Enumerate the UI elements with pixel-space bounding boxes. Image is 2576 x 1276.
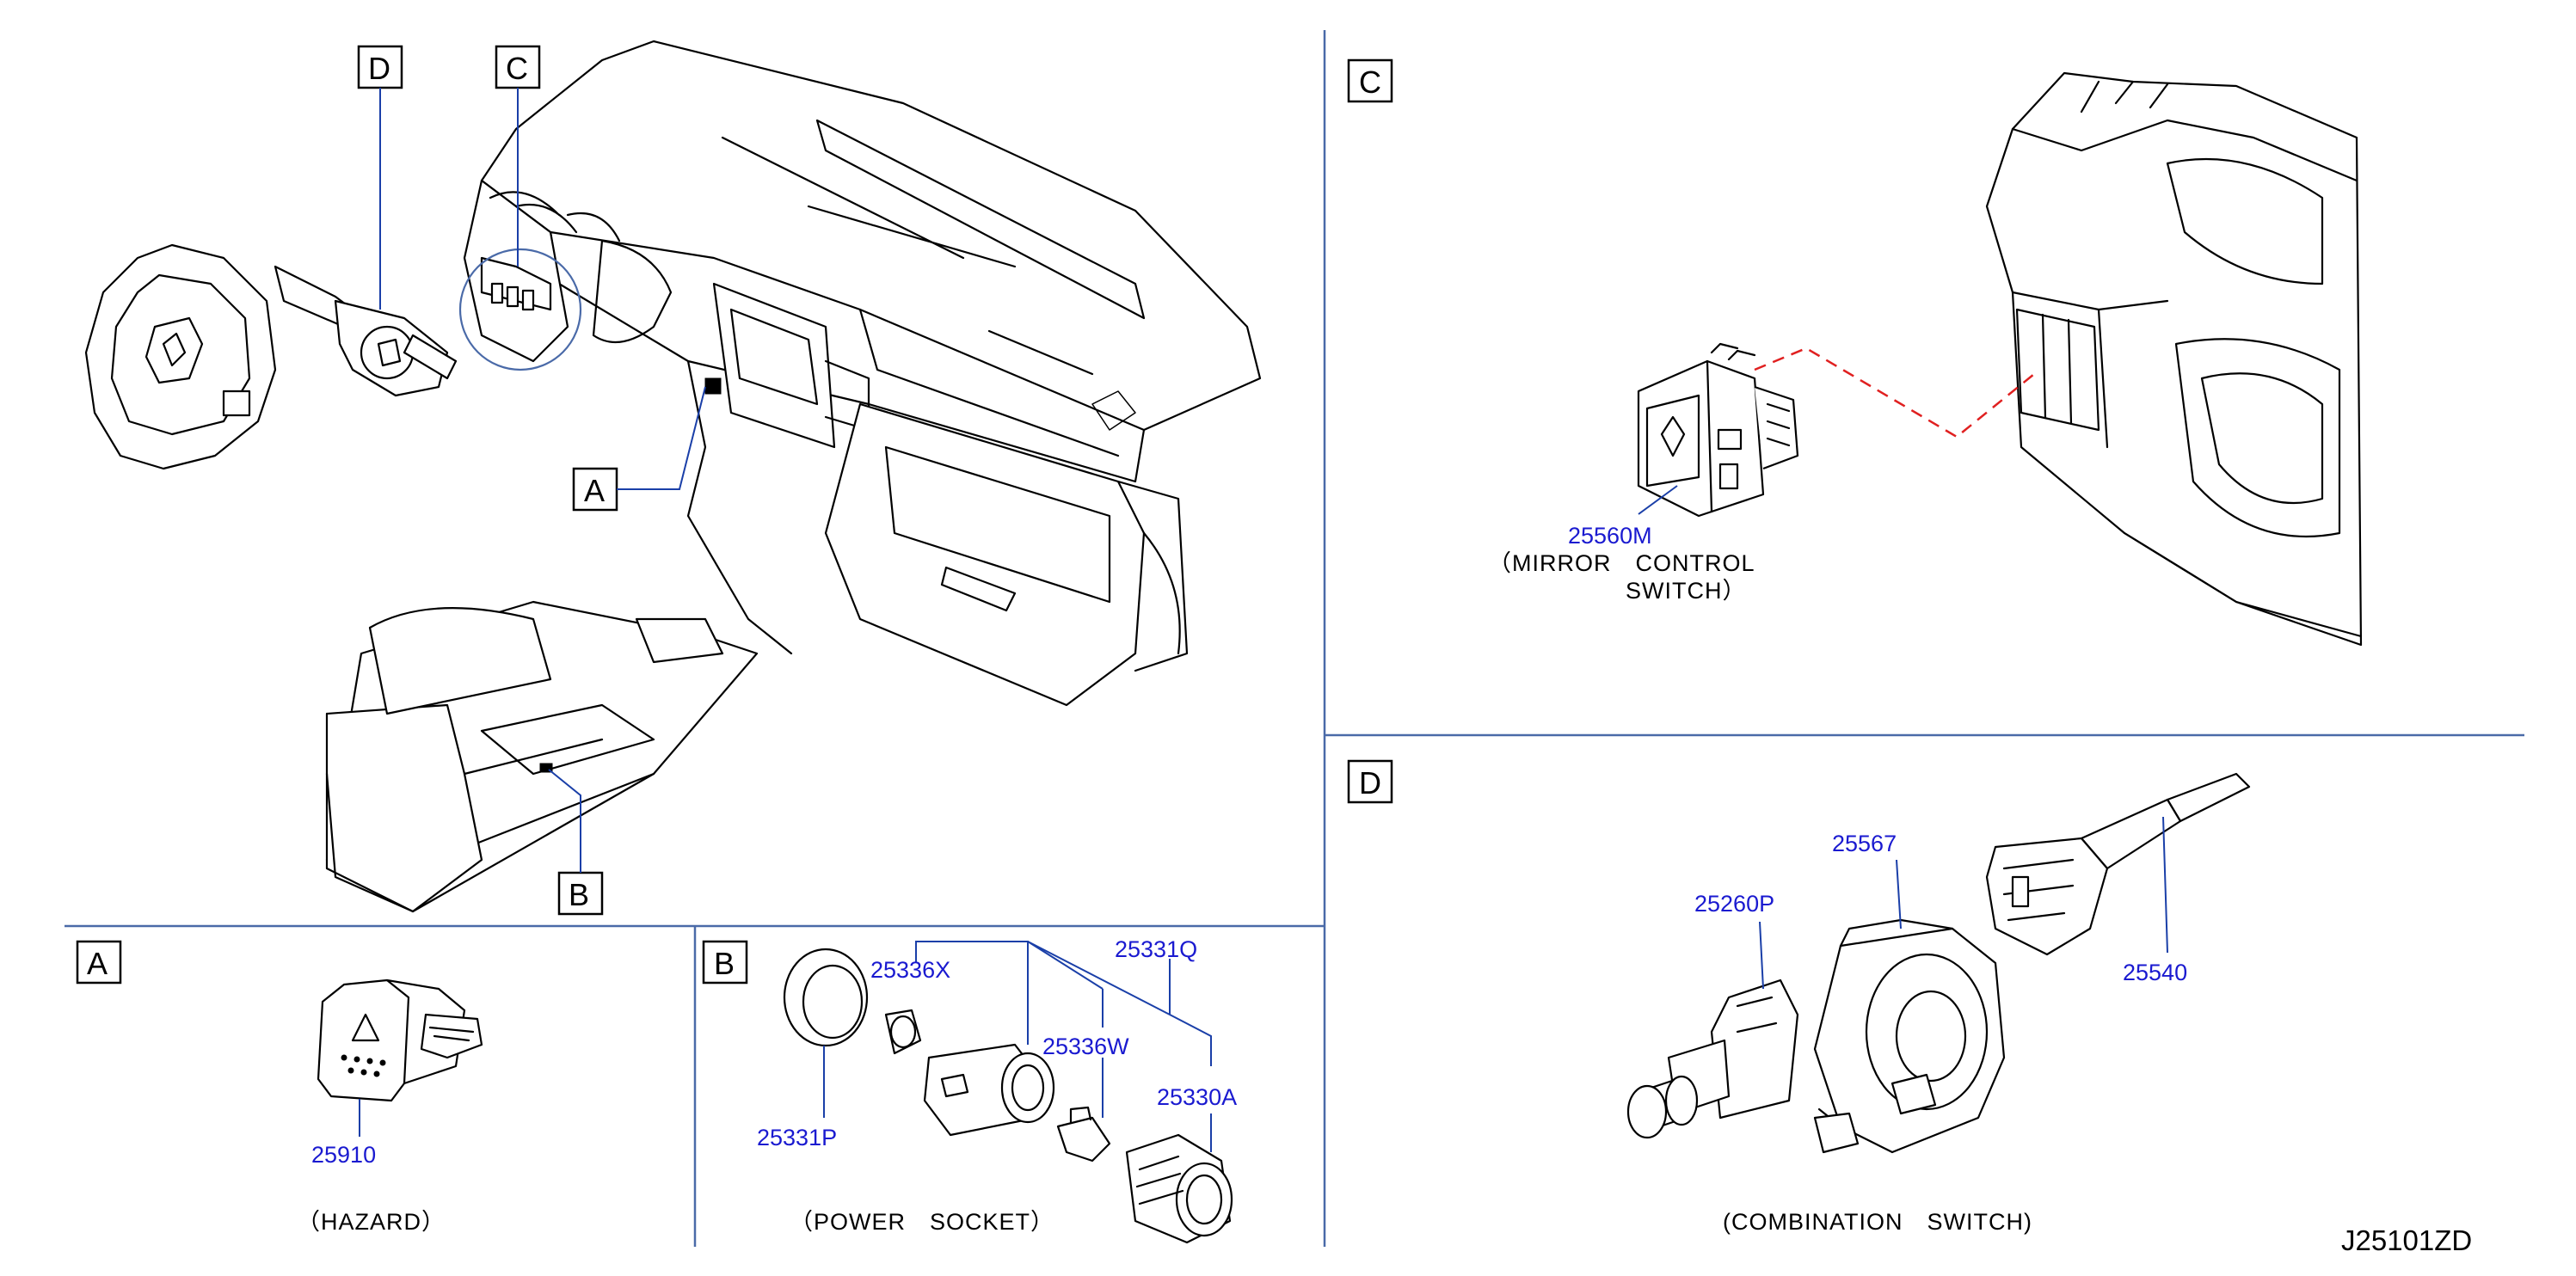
mirror-switch-drawing (1637, 342, 1799, 518)
hazard-switch-drawing (317, 978, 483, 1102)
panel-b: B 253 (702, 936, 1237, 1244)
callout-d-letter: D (368, 51, 390, 86)
hazard-part-number: 25910 (311, 1142, 376, 1168)
callout-c-letter: C (506, 51, 528, 86)
mirror-dash-cutaway (1985, 71, 2363, 647)
panel-a: A 25910 （HAZARD） (76, 940, 483, 1235)
socket-part-25336x: 25336X (870, 957, 950, 983)
combination-switch-drawing (1626, 772, 2251, 1154)
combo-part-25260p: 25260P (1694, 891, 1774, 917)
mirror-part-number: 25560M (1568, 523, 1652, 549)
steering-wheel-illustration (84, 243, 458, 470)
panel-c: C (1347, 58, 2363, 647)
panel-d: D 25567 25260P (1347, 759, 2251, 1235)
hazard-caption: （HAZARD） (297, 1209, 446, 1235)
combo-part-25540: 25540 (2123, 960, 2187, 985)
callout-b-letter: B (569, 877, 589, 912)
mirror-caption-line1: （MIRROR CONTROL (1488, 550, 1755, 576)
socket-part-25336w: 25336W (1042, 1034, 1129, 1059)
dashboard-illustration (325, 40, 1262, 913)
panel-c-letter: C (1359, 64, 1381, 100)
overview-callouts: D C A B (357, 45, 706, 916)
panel-b-letter: B (714, 946, 735, 981)
panel-d-letter: D (1359, 765, 1381, 801)
power-socket-drawing (783, 948, 1233, 1244)
panel-dividers (65, 30, 2524, 1247)
socket-caption: （POWER SOCKET） (790, 1209, 1054, 1235)
combo-caption: (COMBINATION SWITCH) (1723, 1209, 2032, 1235)
panel-a-letter: A (87, 946, 108, 981)
callout-a-letter: A (584, 473, 605, 508)
mirror-caption-line2: SWITCH） (1626, 578, 1746, 604)
socket-part-25330a: 25330A (1157, 1084, 1237, 1110)
socket-part-25331p: 25331P (757, 1125, 837, 1150)
socket-part-25331q: 25331Q (1115, 936, 1197, 962)
document-id: J25101ZD (2341, 1224, 2472, 1256)
combo-part-25567: 25567 (1832, 831, 1897, 856)
